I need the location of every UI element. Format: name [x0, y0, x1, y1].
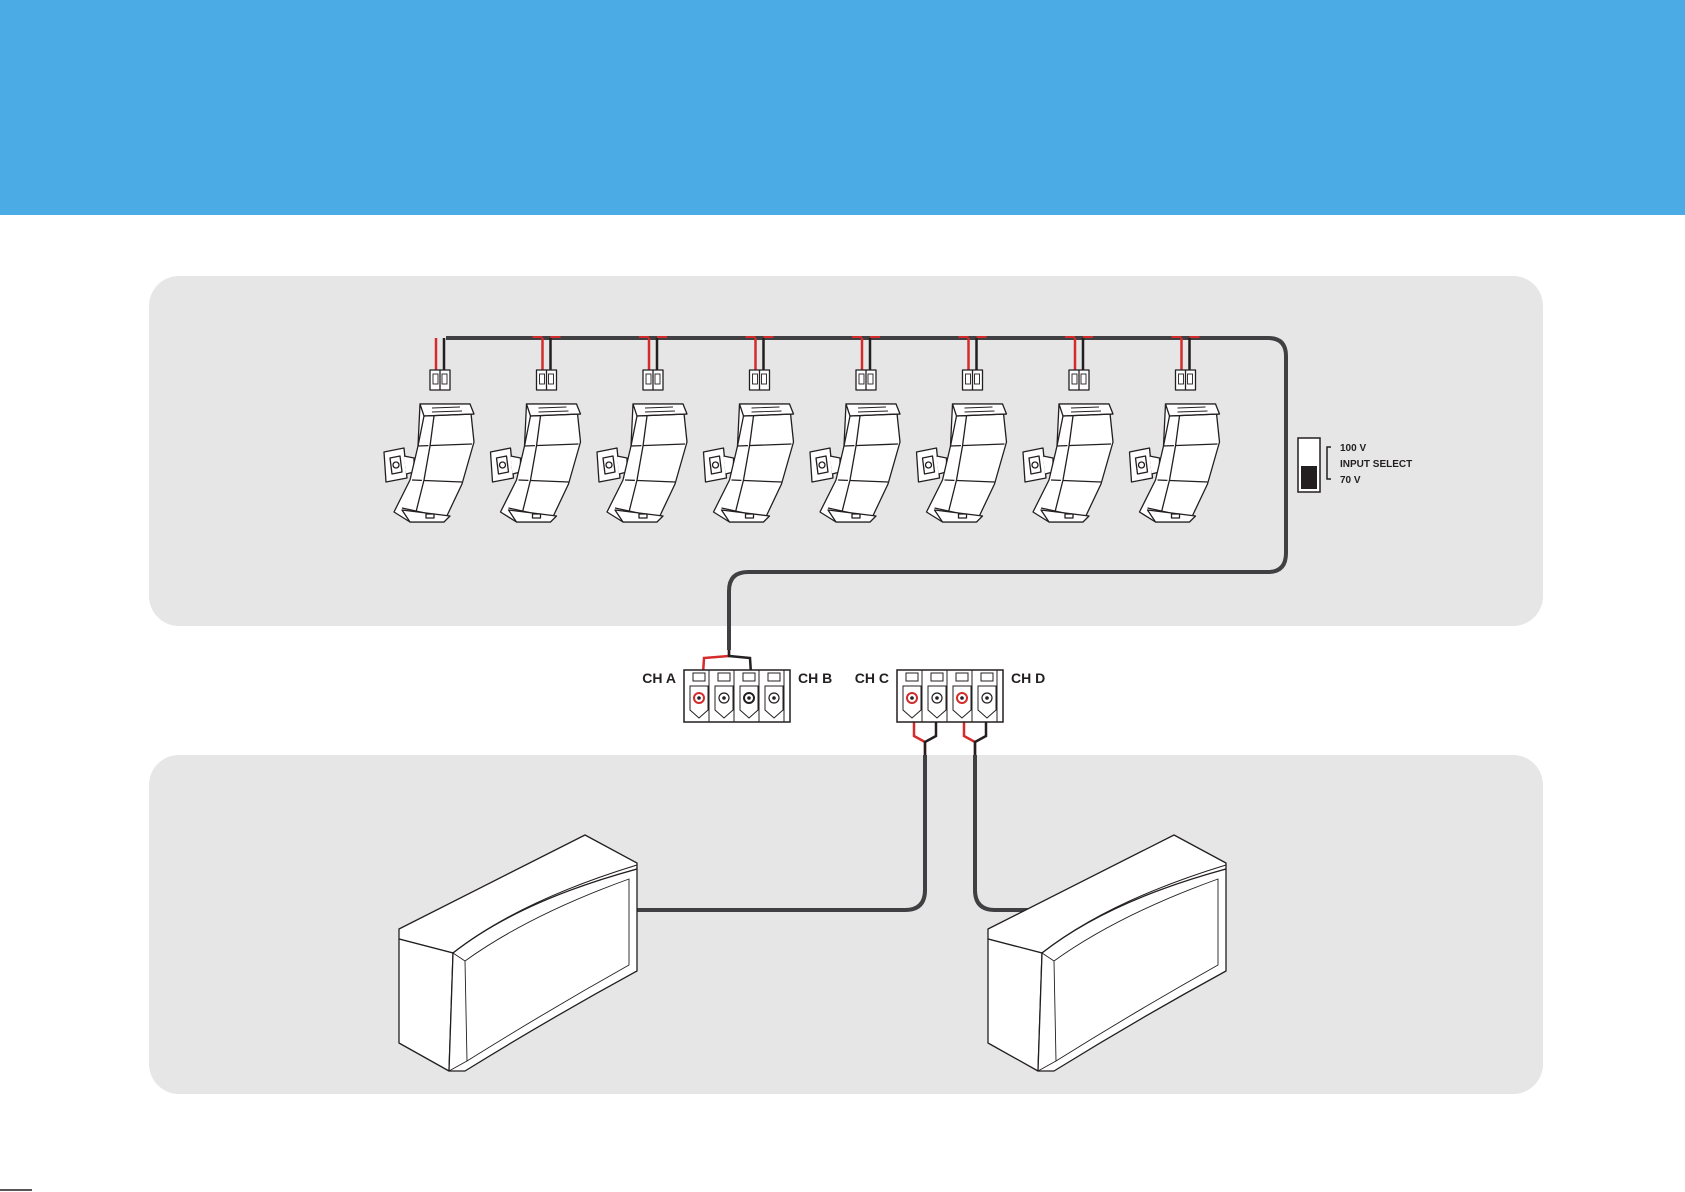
input-select-upper-label: 100 V — [1340, 443, 1366, 454]
terminal-block-ch-c-d — [897, 670, 1003, 722]
terminal-block-ch-a-b — [684, 670, 790, 722]
input-select-middle-label: INPUT SELECT — [1340, 459, 1412, 470]
input-select-lower-label: 70 V — [1340, 475, 1361, 486]
ch-c-label: CH C — [855, 670, 889, 686]
ch-b-label: CH B — [798, 670, 832, 686]
ch-a-label: CH A — [642, 670, 676, 686]
ch-d-label: CH D — [1011, 670, 1045, 686]
subwoofer-panel — [149, 755, 1543, 1094]
